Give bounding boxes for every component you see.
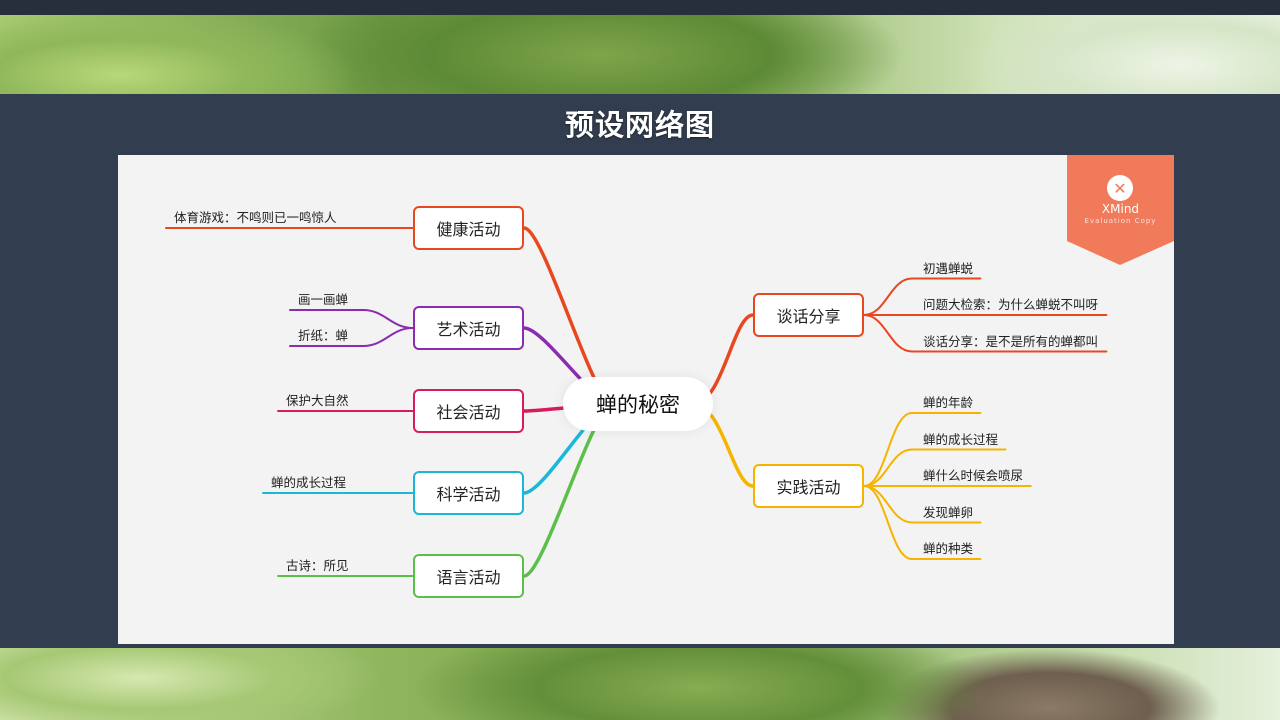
topic-5[interactable]: 语言活动 xyxy=(413,554,524,598)
page-title: 预设网络图 xyxy=(564,108,715,142)
connector xyxy=(863,277,982,316)
subtopic-4-1[interactable]: 蝉的成长过程 xyxy=(271,475,347,490)
subtopic-r1-1[interactable]: 初遇蝉蜕 xyxy=(923,260,974,276)
subtopic-2-1[interactable]: 画一画蝉 xyxy=(298,292,349,307)
xmind-logo-icon: ✕ xyxy=(1107,175,1133,201)
subtopic-3-1[interactable]: 保护大自然 xyxy=(286,393,349,408)
connector xyxy=(863,485,982,524)
leaf-background-bottom xyxy=(0,648,1280,720)
connector xyxy=(289,327,414,347)
connector xyxy=(289,309,414,329)
subtopic-1-1[interactable]: 体育游戏：不鸣则已一鸣惊人 xyxy=(174,210,337,225)
topic-3[interactable]: 社会活动 xyxy=(413,389,524,433)
subtopic-r2-1[interactable]: 蝉的年龄 xyxy=(923,395,974,410)
central-topic[interactable]: 蝉的秘密 xyxy=(563,377,713,431)
subtopic-r2-3[interactable]: 蝉什么时候会喷尿 xyxy=(923,468,1024,483)
topic-2[interactable]: 艺术活动 xyxy=(413,306,524,350)
mind-map: 蝉的秘密 健康活动 体育游戏：不鸣则已一鸣惊人艺术活动 画一画蝉折纸：蝉社会活动 保护… xyxy=(118,155,1174,644)
subtopic-r1-3[interactable]: 谈话分享：是不是所有的蝉都叫 xyxy=(923,333,1099,349)
watermark-brand: XMind xyxy=(1101,202,1140,216)
connector xyxy=(863,314,1108,353)
leaf-background-top xyxy=(0,15,1280,94)
top-bar xyxy=(0,0,1280,15)
subtopic-r2-2[interactable]: 蝉的成长过程 xyxy=(923,431,999,447)
subtopic-r2-5[interactable]: 蝉的种类 xyxy=(923,541,974,556)
xmind-watermark: ✕ XMind Evaluation Copy xyxy=(1067,155,1174,265)
connector xyxy=(863,412,982,487)
connector xyxy=(863,448,1007,487)
subtopic-r1-2[interactable]: 问题大检索：为什么蝉蜕不叫呀 xyxy=(923,297,1099,312)
watermark-note: Evaluation Copy xyxy=(1084,217,1157,225)
topic-4[interactable]: 科学活动 xyxy=(413,471,524,515)
topic-1[interactable]: 健康活动 xyxy=(413,206,524,250)
subtopic-5-1[interactable]: 古诗：所见 xyxy=(286,558,349,573)
connector xyxy=(863,485,982,560)
topic-r1[interactable]: 谈话分享 xyxy=(753,293,864,337)
subtopic-r2-4[interactable]: 发现蝉卵 xyxy=(923,504,974,520)
topic-r2[interactable]: 实践活动 xyxy=(753,464,864,508)
subtopic-2-2[interactable]: 折纸：蝉 xyxy=(298,328,349,343)
